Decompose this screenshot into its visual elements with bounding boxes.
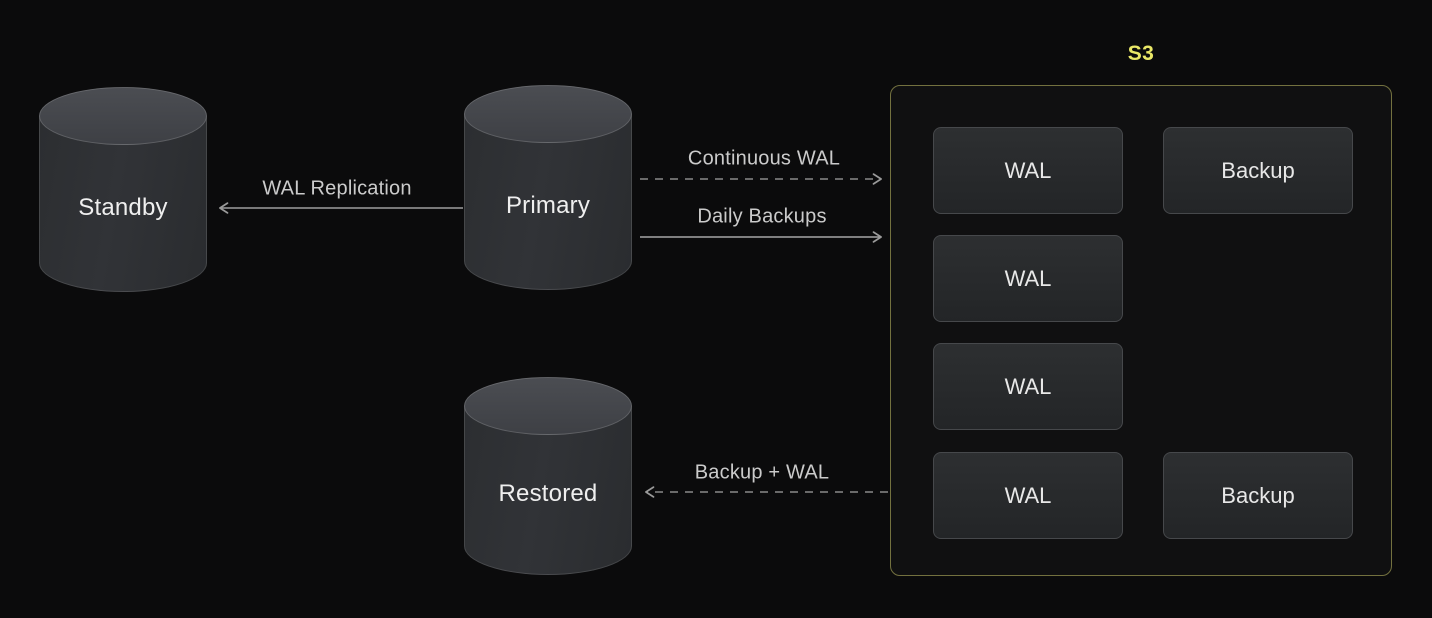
cylinder-top-ellipse	[39, 87, 207, 145]
primary-db-cylinder: Primary	[464, 85, 632, 290]
wal-box: WAL	[933, 343, 1123, 430]
wal-box: WAL	[933, 127, 1123, 214]
standby-db-cylinder: Standby	[39, 87, 207, 292]
restored-db-cylinder: Restored	[464, 377, 632, 575]
s3-container: WAL Backup WAL WAL WAL Backup	[890, 85, 1392, 576]
cylinder-side	[39, 116, 207, 292]
standby-label: Standby	[78, 193, 168, 221]
cylinder-top-ellipse	[464, 377, 632, 435]
wal-box: WAL	[933, 452, 1123, 539]
cylinder-side	[464, 114, 632, 290]
primary-label: Primary	[505, 191, 591, 219]
cylinder-top-ellipse	[464, 85, 632, 143]
backup-plus-wal-arrow-label: Backup + WAL	[694, 461, 830, 484]
wal-replication-arrow-label: WAL Replication	[262, 177, 412, 200]
restored-label: Restored	[498, 480, 598, 507]
backup-box: Backup	[1163, 452, 1353, 539]
daily-backups-arrow-label: Daily Backups	[697, 205, 827, 228]
wal-box: WAL	[933, 235, 1123, 322]
backup-box: Backup	[1163, 127, 1353, 214]
s3-title: S3	[1127, 42, 1155, 65]
continuous-wal-arrow-label: Continuous WAL	[687, 147, 841, 170]
